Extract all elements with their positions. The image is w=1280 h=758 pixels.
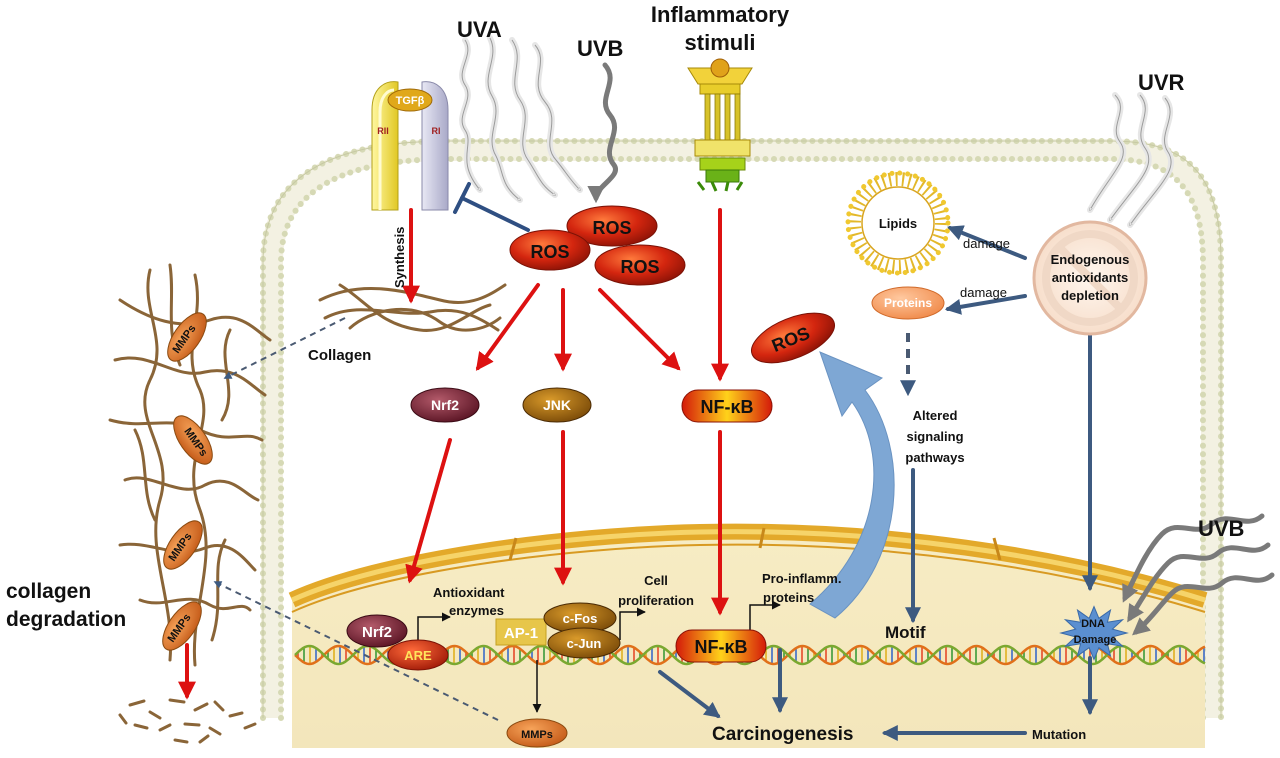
fiber-mmp-1 [167, 312, 207, 362]
uvr-label: UVR [1138, 70, 1185, 95]
lipids-label: Lipids [879, 216, 917, 231]
antioxidant-label-1: Antioxidant [433, 585, 505, 600]
dna-damage-label-1: DNA [1081, 618, 1105, 630]
dna-damage-label-2: Damage [1074, 634, 1117, 646]
nfkb-cytoplasm-node [681, 389, 773, 423]
uvb-right-rays [1122, 513, 1275, 636]
jnk-node [522, 387, 592, 423]
proliferation-label-1: Cell [644, 573, 668, 588]
motif-label: Motif [885, 623, 926, 642]
ap1-element [495, 618, 547, 646]
jnk-label: JNK [543, 397, 571, 413]
uvb-top-label: UVB [577, 36, 623, 61]
antioxidant-depletion-node [1032, 220, 1148, 336]
dashed-arrows [213, 317, 499, 721]
ros-3: ROS [620, 257, 659, 277]
proteins-node [871, 286, 945, 320]
nrf2-node [410, 387, 480, 423]
receptor-rii: RII [377, 126, 389, 136]
mmps-output-label: MMPs [521, 729, 553, 741]
uvb-top-ray [587, 62, 618, 204]
damage-label-proteins: damage [960, 285, 1007, 300]
nfkb-nuclear-node [675, 629, 767, 663]
ap1-label: AP-1 [504, 625, 538, 642]
are-label: ARE [404, 648, 432, 663]
uva-label: UVA [457, 17, 502, 42]
activation-arrows [178, 208, 729, 700]
ros-2: ROS [530, 242, 569, 262]
fiber-mmp-3 [163, 520, 203, 570]
proliferation-label-2: proliferation [618, 593, 694, 608]
mmp-fragments [118, 698, 257, 744]
ros-recycled [751, 312, 835, 364]
collagen-label: Collagen [308, 347, 371, 364]
synthesis-label: Synthesis [392, 227, 407, 288]
nuclear-nrf2 [346, 614, 408, 648]
inflammatory-receptor [687, 58, 753, 192]
flow-arrows [658, 225, 1098, 741]
uvb-right-label: UVB [1198, 516, 1244, 541]
ros-tgfb-inhibition [453, 182, 530, 232]
nuclear-nrf2-label: Nrf2 [362, 624, 392, 641]
ros-feedback-arrow [809, 351, 895, 619]
tgfb-ligand: TGFβ [396, 95, 425, 107]
depletion-label-3: depletion [1061, 288, 1119, 303]
output-arrows [417, 600, 781, 713]
collagen-bundle [318, 283, 507, 332]
inflammatory-label-2: stimuli [685, 30, 756, 55]
cfos-label: c-Fos [563, 611, 598, 626]
mutation-label: Mutation [1032, 727, 1086, 742]
tgfb-receptor [371, 81, 449, 211]
dna-damage-burst [1059, 605, 1129, 661]
proinflamm-label-2: proteins [763, 590, 814, 605]
carcinogenesis-label: Carcinogenesis [712, 724, 854, 745]
proteins-label: Proteins [884, 296, 932, 310]
cjun-node [547, 627, 621, 659]
uva-rays [459, 35, 583, 203]
altered-label-1: Altered [913, 408, 958, 423]
nrf2-label: Nrf2 [431, 397, 459, 413]
ros-1: ROS [592, 218, 631, 238]
fiber-mmp-4 [162, 601, 202, 651]
nfkb-nuclear-label: NF-κB [694, 637, 747, 657]
degradation-label-1: collagen [6, 580, 91, 603]
antioxidant-label-2: enzymes [449, 603, 504, 618]
are-element [387, 639, 449, 671]
depletion-label-2: antioxidants [1052, 270, 1129, 285]
receptor-ri: RI [432, 126, 441, 136]
lipid-vesicle [845, 170, 951, 276]
fiber-mmp-2 [173, 415, 213, 465]
cell-membrane [260, 138, 1224, 721]
inflammatory-label-1: Inflammatory [651, 2, 790, 27]
cjun-label: c-Jun [567, 636, 602, 651]
depletion-label-1: Endogenous [1051, 252, 1130, 267]
nfkb-cytoplasm-label: NF-κB [700, 397, 753, 417]
ros-cluster [509, 205, 686, 286]
proinflamm-label-1: Pro-inflamm. [762, 571, 841, 586]
mmps-output [506, 718, 568, 748]
damage-label-lipids: damage [963, 236, 1010, 251]
uvr-rays [1087, 92, 1175, 228]
altered-label-3: pathways [905, 450, 964, 465]
degradation-label-2: degradation [6, 608, 126, 631]
altered-label-2: signaling [906, 429, 963, 444]
